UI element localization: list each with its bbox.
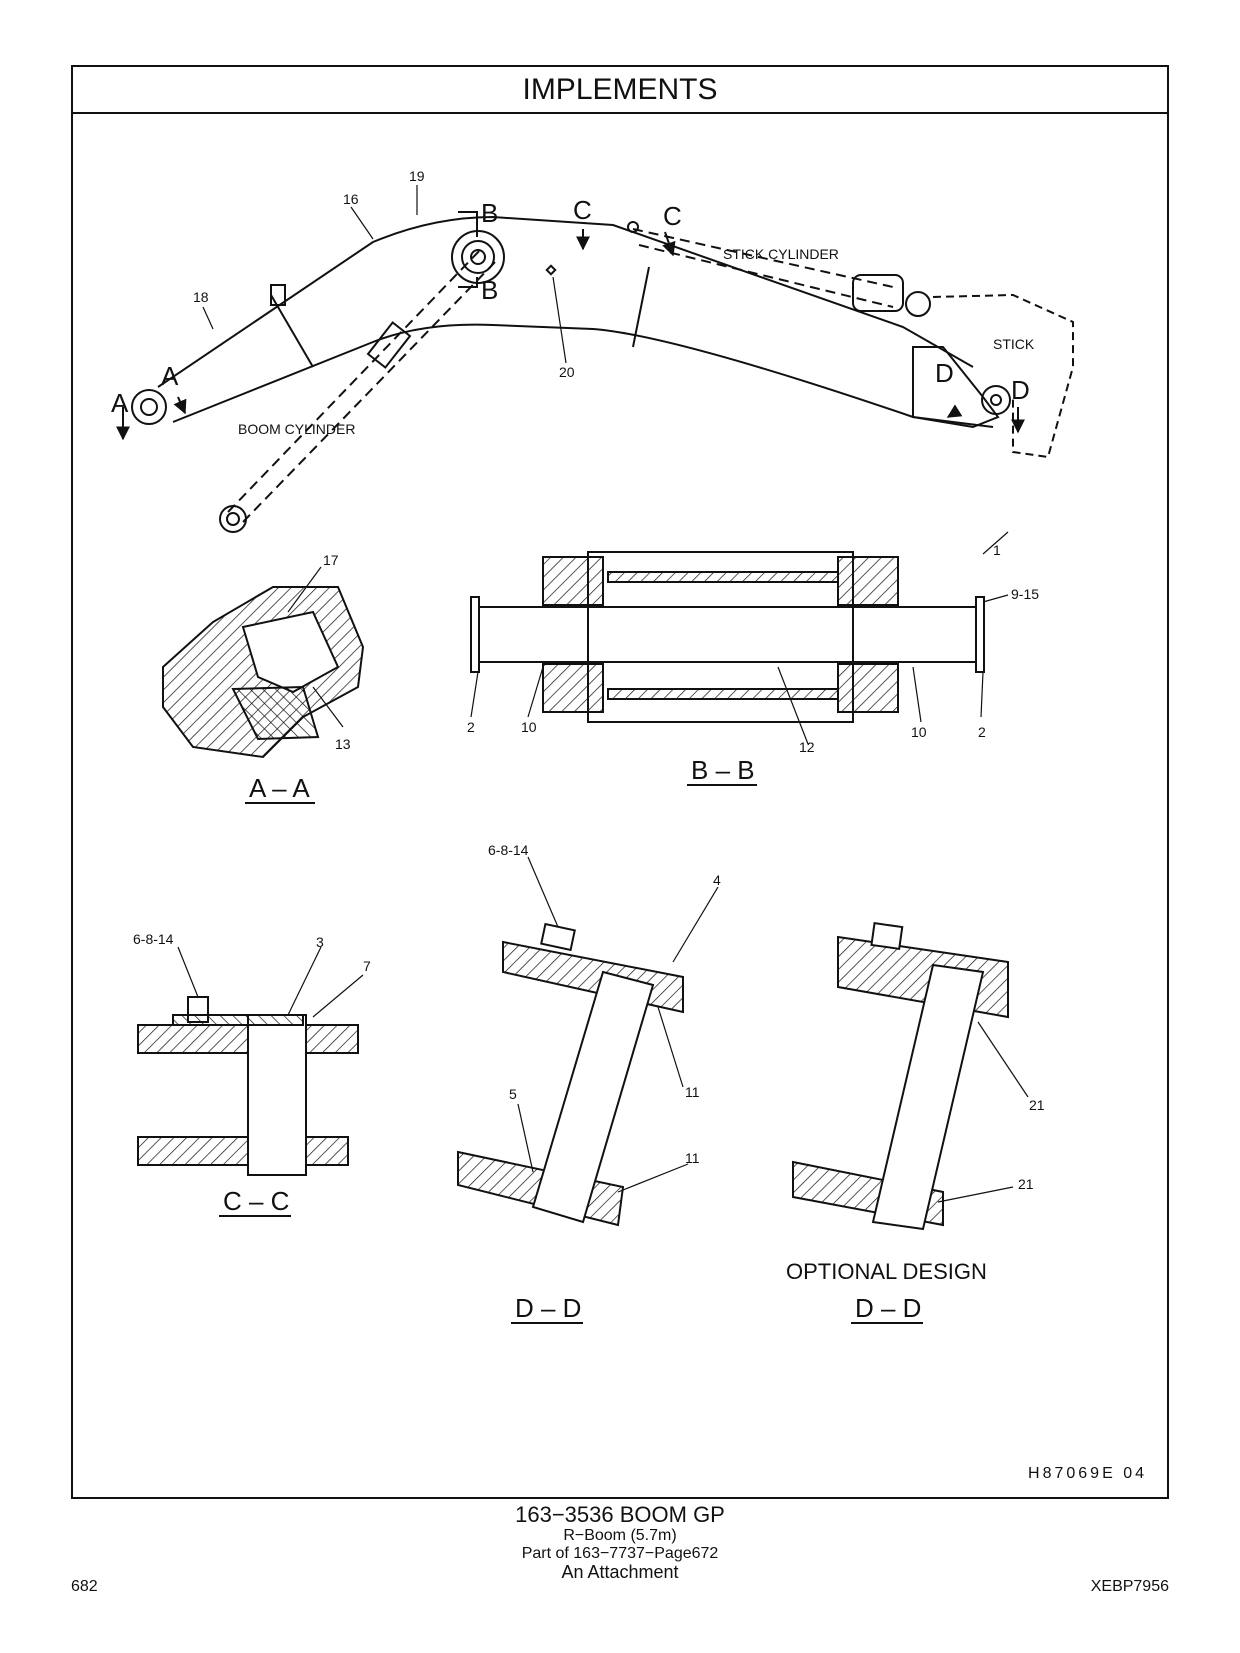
stick-cylinder-label: STICK CYLINDER	[723, 246, 839, 262]
section-b-letter: B	[481, 198, 498, 228]
view-dd-optional-title: D – D	[855, 1293, 921, 1323]
drawing-frame: IMPLEMENTS	[71, 65, 1169, 1499]
section-a-letter: A	[111, 388, 129, 418]
svg-text:4: 4	[713, 872, 721, 888]
section-a-letter: A	[161, 361, 179, 391]
overview-callouts: 16 19 18 20	[193, 168, 575, 380]
page-number: 682	[71, 1578, 98, 1595]
svg-text:16: 16	[343, 191, 359, 207]
boom-cylinder	[227, 246, 499, 523]
caption-note: An Attachment	[561, 1562, 679, 1582]
svg-text:3: 3	[316, 934, 324, 950]
view-dd-title: D – D	[515, 1293, 581, 1323]
view-aa: 17 13 A – A	[162, 552, 365, 804]
stick-cylinder	[632, 228, 894, 308]
svg-text:10: 10	[911, 724, 927, 740]
boom-cylinder-label: BOOM CYLINDER	[238, 421, 355, 437]
boom-nose	[912, 346, 1000, 429]
boom-upper-edge	[157, 215, 974, 388]
view-dd-optional: 21 21 OPTIONAL DESIGN D – D	[786, 922, 1045, 1324]
optional-design-label: OPTIONAL DESIGN	[786, 1259, 987, 1284]
view-cc: 6-8-14 3 7 C – C	[133, 931, 371, 1217]
view-bb-title: B – B	[691, 755, 755, 785]
caption-part-number: 163−3536 BOOM GP	[515, 1502, 725, 1527]
boom-foot-pin	[131, 389, 167, 425]
svg-text:7: 7	[363, 958, 371, 974]
section-letters: A A B B C C D D	[111, 195, 1030, 418]
svg-text:19: 19	[409, 168, 425, 184]
svg-text:12: 12	[799, 739, 815, 755]
section-c-letter: C	[663, 201, 682, 231]
view-bb: 1 9-15 2 10 12 10 2 B – B	[467, 531, 1039, 786]
caption: 163−3536 BOOM GP R−Boom (5.7m) Part of 1…	[0, 1502, 1240, 1582]
svg-text:13: 13	[335, 736, 351, 752]
parts-diagram: A A B B C C D D BOOM CYLINDER STICK CYLI…	[111, 168, 1074, 1324]
caption-reference: Part of 163−7737−Page672	[521, 1545, 719, 1562]
drawing-code: H87069E 04	[1028, 1465, 1147, 1482]
svg-text:17: 17	[323, 552, 339, 568]
view-aa-title: A – A	[249, 773, 310, 803]
stick-outline	[932, 293, 1074, 459]
document-id: XEBP7956	[1090, 1578, 1169, 1595]
view-dd: 6-8-14 4 11 5 11 D – D	[457, 842, 721, 1324]
svg-text:11: 11	[685, 1150, 700, 1166]
svg-text:6-8-14: 6-8-14	[488, 842, 529, 858]
section-d-letter: D	[935, 358, 954, 388]
svg-text:2: 2	[467, 719, 475, 735]
svg-text:18: 18	[193, 289, 209, 305]
section-marks	[116, 211, 1025, 441]
section-b-letter: B	[481, 275, 498, 305]
svg-text:21: 21	[1018, 1176, 1034, 1192]
caption-description: R−Boom (5.7m)	[563, 1527, 677, 1544]
svg-text:11: 11	[685, 1084, 700, 1100]
page-title: IMPLEMENTS	[73, 67, 1167, 114]
svg-text:1: 1	[993, 542, 1001, 558]
boom-lower-edge	[172, 323, 994, 428]
section-c-letter: C	[573, 195, 592, 225]
boom-overview	[131, 215, 1074, 533]
svg-text:6-8-14: 6-8-14	[133, 931, 174, 947]
svg-text:5: 5	[509, 1086, 517, 1102]
component-labels: BOOM CYLINDER STICK CYLINDER STICK	[238, 246, 1035, 437]
stick-label: STICK	[993, 336, 1035, 352]
svg-text:10: 10	[521, 719, 537, 735]
view-cc-title: C – C	[223, 1186, 289, 1216]
svg-text:20: 20	[559, 364, 575, 380]
section-d-letter: D	[1011, 375, 1030, 405]
svg-text:21: 21	[1029, 1097, 1045, 1113]
svg-text:9-15: 9-15	[1011, 586, 1039, 602]
svg-text:2: 2	[978, 724, 986, 740]
